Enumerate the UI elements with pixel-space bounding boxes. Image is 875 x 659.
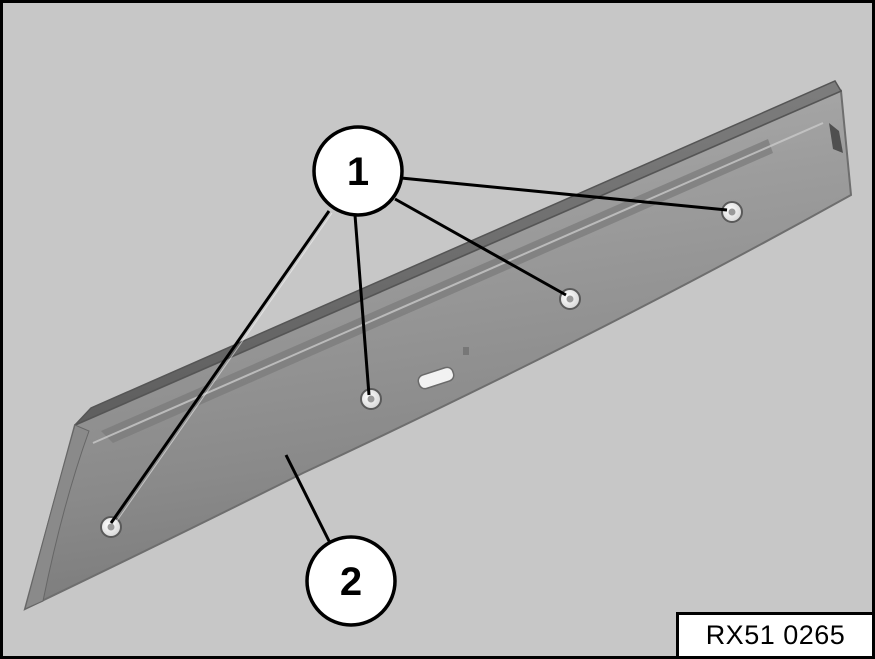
callout-1-leaders bbox=[109, 176, 728, 524]
trim-strip-end-left bbox=[24, 424, 90, 610]
trim-strip bbox=[23, 80, 853, 611]
trim-strip-body bbox=[23, 89, 853, 611]
leader-line bbox=[353, 214, 371, 396]
retaining-clip bbox=[721, 201, 743, 223]
trim-strip-highlight bbox=[92, 122, 824, 444]
trim-strip-mark bbox=[463, 347, 469, 355]
leader-line bbox=[109, 210, 331, 524]
callout-2-leader bbox=[284, 454, 333, 546]
image-code-label: RX51 0265 bbox=[676, 612, 872, 656]
trim-strip-channel bbox=[101, 139, 773, 443]
callout-1-leaders-halo bbox=[113, 212, 333, 526]
leader-line bbox=[394, 197, 567, 297]
callout-1-label: 1 bbox=[347, 150, 369, 194]
leader-line bbox=[400, 176, 728, 212]
trim-strip-slot bbox=[417, 366, 455, 390]
callout-2-label: 2 bbox=[340, 560, 362, 604]
retaining-clip bbox=[360, 388, 382, 410]
callout-1: 1 bbox=[312, 125, 404, 217]
diagram-canvas: 1 2 bbox=[23, 80, 853, 627]
callout-2: 2 bbox=[305, 535, 397, 627]
trim-strip-flange bbox=[74, 80, 843, 426]
trim-strip-end-right bbox=[829, 123, 843, 153]
